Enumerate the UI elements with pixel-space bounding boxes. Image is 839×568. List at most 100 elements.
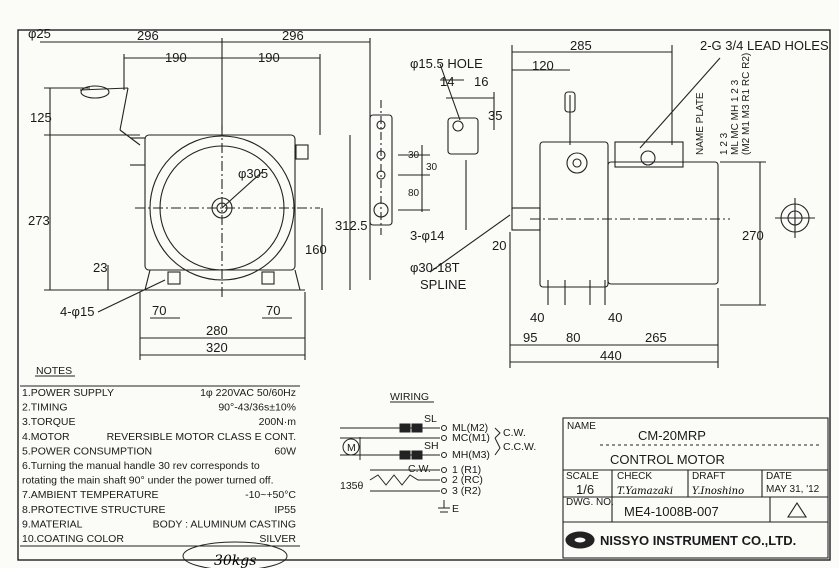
- dim-125: 125: [30, 110, 52, 125]
- side-view: [509, 45, 815, 368]
- name-plate-label: NAME PLATE: [695, 92, 706, 155]
- name-plate: NAME PLATE 1 2 3 ML MC MH 1 2 3 (M2 M1 M…: [695, 53, 752, 155]
- dim-23: 23: [93, 260, 107, 275]
- note-label: 9.MATERIAL: [22, 518, 83, 530]
- wiring-t3: MH(M3): [452, 449, 490, 461]
- note-value: 200N·m: [259, 416, 297, 428]
- tb-dwg-no: ME4-1008B-007: [624, 504, 719, 519]
- front-view: [40, 38, 371, 360]
- tb-name-label: NAME: [567, 421, 596, 432]
- dim-handle-dia: φ25: [28, 26, 51, 41]
- name-plate-row3: (M2 M1 M3 R1 RC R2): [741, 53, 752, 155]
- name-plate-row1: 1 2 3: [719, 132, 730, 155]
- tb-date-label: DATE: [766, 471, 792, 482]
- note-value: IP55: [274, 504, 296, 516]
- title-block: [562, 417, 829, 559]
- tb-title: CONTROL MOTOR: [610, 452, 725, 467]
- note-value: SILVER: [259, 533, 296, 545]
- note-label: 3.TORQUE: [22, 416, 75, 428]
- wiring-r2: 2 (RC): [452, 474, 483, 486]
- note-label: 1.POWER SUPPLY: [22, 387, 114, 399]
- dim-312-5: 312.5: [335, 218, 368, 233]
- dim-hole-15-5: φ15.5 HOLE: [410, 56, 483, 71]
- tb-scale-label: SCALE: [566, 471, 599, 482]
- dim-273: 273: [28, 213, 50, 228]
- wiring-angle: 135θ: [340, 480, 364, 492]
- notes-block: [20, 375, 300, 547]
- dim-16: 16: [474, 74, 488, 89]
- tb-model: CM-20MRP: [638, 428, 706, 443]
- dim-70-left: 70: [152, 303, 166, 318]
- note-label: 2.TIMING: [22, 402, 68, 414]
- dim-280: 280: [206, 323, 228, 338]
- wiring-sl: SL: [424, 413, 437, 425]
- note-label: 5.POWER CONSUMPTION: [22, 445, 152, 457]
- wiring-t2: MC(M1): [452, 432, 490, 444]
- wiring-diagram: [340, 401, 501, 513]
- tb-dwg-label: DWG. NO.: [566, 497, 614, 508]
- dim-160: 160: [305, 242, 327, 257]
- note-label: rotating the main shaft 90° under the po…: [22, 475, 274, 487]
- dim-30b: 30: [426, 162, 438, 173]
- dim-14: 14: [440, 74, 454, 89]
- note-label: 7.AMBIENT TEMPERATURE: [22, 489, 159, 501]
- dim-190-left: 190: [165, 50, 187, 65]
- dim-40a: 40: [530, 310, 544, 325]
- dim-95: 95: [523, 330, 537, 345]
- dim-spline-dia: φ30-18T: [410, 260, 460, 275]
- note-value: BODY : ALUMINUM CASTING: [153, 518, 296, 530]
- wiring-cw: C.W.: [503, 427, 526, 439]
- wiring-r3: 3 (R2): [452, 485, 481, 497]
- notes-list: 1.POWER SUPPLY 1φ 220VAC 50/60Hz 2.TIMING 9…: [22, 387, 296, 545]
- dim-296-right: 296: [282, 28, 304, 43]
- dim-body-dia: φ305: [238, 166, 268, 181]
- weight-ellipse: [182, 541, 288, 568]
- dim-70-right: 70: [266, 303, 280, 318]
- note-label: 4.MOTOR: [22, 431, 70, 443]
- name-plate-row2: ML MC MH 1 2 3: [730, 79, 741, 155]
- note-value: 60W: [274, 445, 296, 457]
- note-label: 8.PROTECTIVE STRUCTURE: [22, 504, 166, 516]
- tb-check-sign: T.Yamazaki: [617, 486, 673, 497]
- dim-80-side: 80: [566, 330, 580, 345]
- wiring-r1: 1 (R1): [452, 464, 481, 476]
- dim-320: 320: [206, 340, 228, 355]
- dim-spline: SPLINE: [420, 277, 467, 292]
- wiring-earth: E: [452, 503, 459, 515]
- wiring-ccw: C.C.W.: [503, 441, 536, 453]
- dim-80: 80: [408, 188, 420, 199]
- dim-285: 285: [570, 38, 592, 53]
- tb-draft-label: DRAFT: [692, 471, 725, 482]
- bracket-view: [369, 63, 511, 273]
- dim-296-left: 296: [137, 28, 159, 43]
- wiring-heading: WIRING: [390, 391, 429, 403]
- tb-check-label: CHECK: [617, 471, 652, 482]
- dim-190-right: 190: [258, 50, 280, 65]
- dim-120: 120: [532, 58, 554, 73]
- dim-foot-holes: 4-φ15: [60, 304, 94, 319]
- tb-draft-sign: Y.Inoshino: [692, 486, 744, 497]
- wiring-pot-cw: C.W.: [408, 463, 431, 475]
- note-label: 10.COATING COLOR: [22, 533, 124, 545]
- tb-company: NISSYO INSTRUMENT CO.,LTD.: [600, 533, 796, 548]
- dim-270: 270: [742, 228, 764, 243]
- tb-date: MAY 31, '12: [766, 484, 820, 495]
- dim-35: 35: [488, 108, 502, 123]
- dim-20: 20: [492, 238, 506, 253]
- notes-heading: NOTES: [36, 365, 72, 377]
- dim-40b: 40: [608, 310, 622, 325]
- note-value: -10~+50°C: [245, 489, 296, 501]
- dim-265: 265: [645, 330, 667, 345]
- sheet-border: [17, 29, 831, 561]
- note-value: 1φ 220VAC 50/60Hz: [200, 387, 296, 399]
- tb-scale: 1/6: [576, 482, 594, 497]
- dim-lead-holes: 2-G 3/4 LEAD HOLES: [700, 38, 829, 53]
- note-label: 6.Turning the manual handle 30 rev corre…: [22, 460, 260, 472]
- note-value: 90°-43/36s±10%: [218, 402, 296, 414]
- dim-30: 30: [408, 150, 420, 161]
- note-value: REVERSIBLE MOTOR CLASS E CONT.: [107, 431, 296, 443]
- dim-440: 440: [600, 348, 622, 363]
- wiring-t1: ML(M2): [452, 422, 488, 434]
- handwritten-weight: 30kgs: [214, 553, 256, 568]
